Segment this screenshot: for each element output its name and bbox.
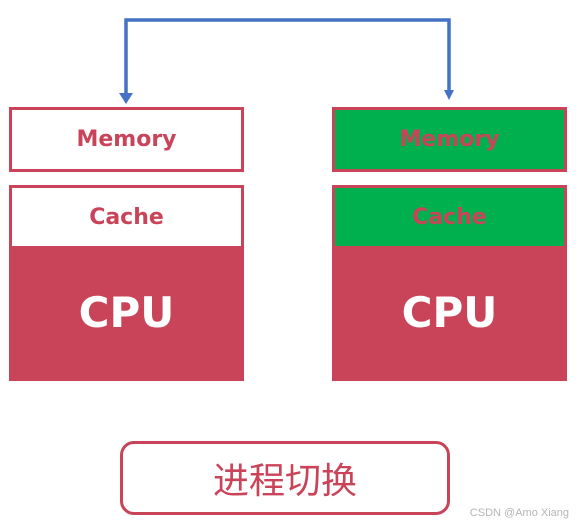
watermark: CSDN @Amo Xiang <box>469 507 569 519</box>
connector-line <box>124 18 454 100</box>
left-arrowhead-icon <box>119 93 133 104</box>
right-cpu-label: CPU <box>401 287 498 337</box>
left-memory-block: Memory <box>9 107 244 172</box>
right-memory-block: Memory <box>332 107 567 172</box>
right-cache-block: Cache <box>335 188 564 246</box>
left-cache-label: Cache <box>89 204 164 230</box>
left-memory-label: Memory <box>76 127 177 152</box>
caption-label: 进程切换 <box>212 461 357 502</box>
right-cpu-block: Cache CPU <box>332 185 567 381</box>
right-memory-label: Memory <box>399 127 500 152</box>
left-cache-block: Cache <box>12 188 241 246</box>
caption-box: 进程切换 <box>120 441 450 515</box>
right-cache-label: Cache <box>412 204 487 230</box>
left-cpu-label: CPU <box>78 287 175 337</box>
left-cpu-block: Cache CPU <box>9 185 244 381</box>
